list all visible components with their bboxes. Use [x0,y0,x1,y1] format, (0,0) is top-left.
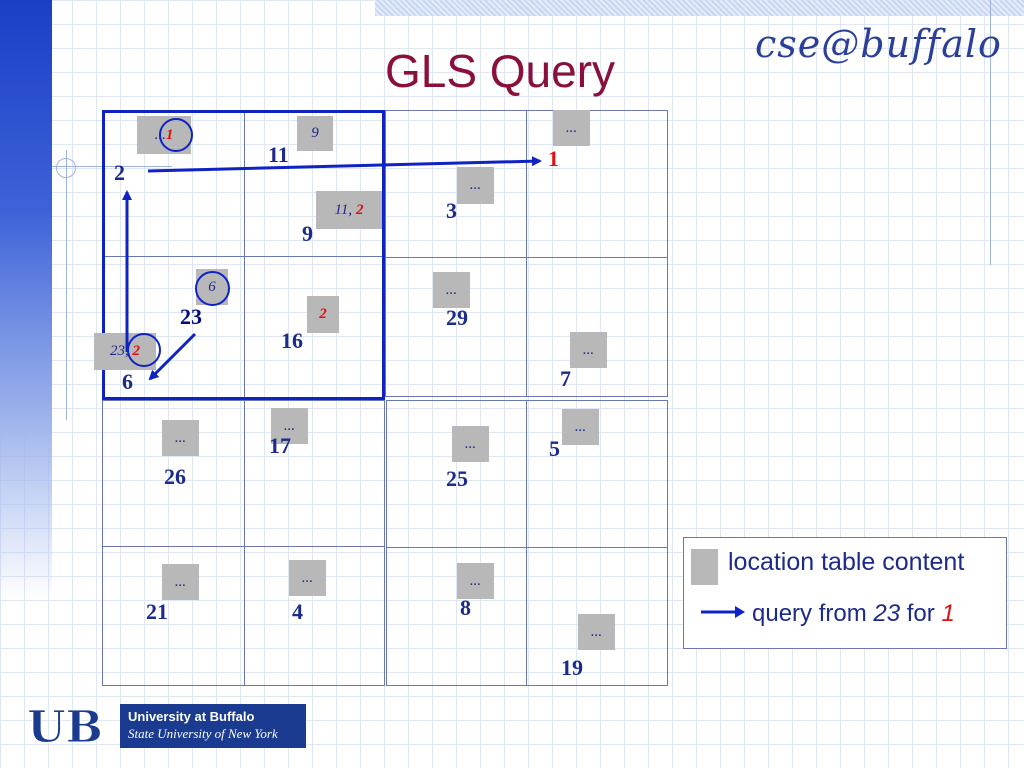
location-table-node-16: 2 [307,296,339,333]
location-table-node-19: ... [578,614,615,650]
location-table-node-3: ... [457,167,494,204]
decorative-line [990,0,991,265]
location-table-node-4: ... [289,560,326,596]
table-text: ... [174,573,187,590]
table-text: ... [445,281,458,298]
table-text: ... [464,435,477,452]
legend-arrow-icon [701,606,745,618]
location-table-node-5: ... [562,409,599,445]
node-label-17: 17 [269,433,291,458]
slide-title: GLS Query [384,45,616,97]
arrow-2-to-1 [147,156,542,173]
table-text: ... [565,119,578,136]
table-text: ... [582,341,595,358]
grid-cell [244,546,385,686]
node-label-6: 6 [122,369,133,394]
location-table-node-17: ... [271,408,308,444]
location-table-node-8: ... [457,563,494,599]
table-highlight: 2 [319,306,327,322]
node-label-19: 19 [561,655,583,680]
node-label-26: 26 [164,464,186,489]
node-label-23: 23 [180,304,202,329]
location-table-node-1: ... [553,110,590,146]
location-table-node-7: ... [570,332,607,368]
table-highlight: 2 [355,201,364,218]
highlight-circle [159,118,193,152]
location-table-node-29: ... [433,272,470,308]
university-wordmark: University at Buffalo State University o… [120,704,306,748]
table-text: ... [574,418,587,435]
ub-logo-icon: UB [27,702,104,751]
legend-query-mid: for [906,600,935,627]
location-table-node-11: 9 [297,116,333,151]
legend-query-label: query from 23 for 1 [752,600,955,628]
table-text: 11, [334,201,353,218]
node-label-4: 4 [292,599,303,624]
legend-query-prefix: query from [752,600,867,627]
legend-query-source: 23 [873,600,901,627]
location-table-node-21: ... [162,564,199,600]
grid-cell [526,547,668,686]
table-text: 23, [110,343,129,359]
highlight-circle [195,271,230,306]
location-table-node-9: 11, 2 [316,191,382,229]
table-text: ... [590,623,603,640]
legend: location table content query from 23 for… [683,537,1007,649]
node-label-11: 11 [268,142,289,167]
ub-logo-text: UB [27,702,103,750]
node-label-21: 21 [146,599,168,624]
node-label-16: 16 [281,328,303,353]
node-label-5: 5 [549,436,560,461]
node-label-8: 8 [460,595,471,620]
query-search-region [102,110,385,400]
location-table-node-26: ... [162,420,199,456]
location-table-node-25: ... [452,426,489,462]
decorative-line [52,166,172,167]
table-text: 9 [311,125,319,141]
decorative-line [66,150,67,420]
legend-query-target: 1 [941,600,955,627]
grid-cell [526,257,668,397]
node-label-3: 3 [446,198,457,223]
node-label-2: 2 [114,160,125,185]
node-label-9: 9 [302,221,313,246]
table-text: ... [469,177,482,193]
university-name: University at Buffalo [128,709,255,724]
node-label-29: 29 [446,305,468,330]
top-decorative-band [375,0,1024,16]
left-decorative-band [0,0,52,600]
table-text: ... [469,572,482,589]
university-state: State University of New York [128,726,278,741]
node-label-7: 7 [560,366,571,391]
table-text: ... [174,429,187,446]
legend-table-swatch [691,549,718,585]
arrow-23-to-6 [148,332,197,381]
legend-table-label: location table content [728,548,965,576]
node-label-25: 25 [446,466,468,491]
brand-logo: cse@buffalo [755,22,1002,66]
node-label-1: 1 [548,146,559,171]
decorative-ring [56,158,76,178]
table-text: ... [283,417,296,434]
table-text: ... [301,569,314,586]
